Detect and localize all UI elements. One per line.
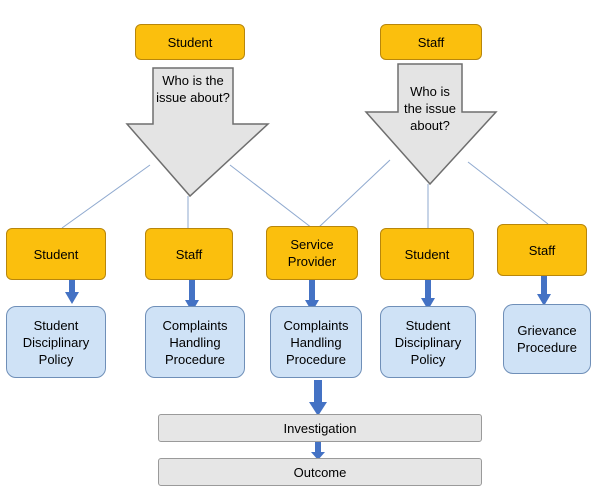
category-label: Student	[33, 246, 79, 262]
category-label: Staff	[528, 242, 556, 258]
policy-complaints-handling-box: Complaints Handling Procedure	[145, 306, 245, 378]
question-right-text: Who is the issue about?	[403, 84, 457, 133]
top-student-box: Student	[135, 24, 245, 60]
flow-arrow-icon	[305, 270, 319, 312]
outcome-box: Outcome	[158, 458, 482, 486]
category-student-box: Student	[380, 228, 474, 280]
category-label: Staff	[175, 246, 203, 262]
policy-complaints-handling-box: Complaints Handling Procedure	[270, 306, 362, 378]
investigation-label: Investigation	[283, 420, 357, 436]
top-staff-label: Staff	[417, 34, 445, 50]
connector-line	[467, 161, 549, 225]
top-student-label: Student	[167, 34, 213, 50]
connector-line	[61, 164, 151, 229]
category-service-provider-box: Service Provider	[266, 226, 358, 280]
investigation-box: Investigation	[158, 414, 482, 442]
question-arrow-left	[125, 67, 270, 198]
flow-arrows	[65, 270, 551, 460]
top-staff-box: Staff	[380, 24, 482, 60]
flow-arrow-icon	[311, 442, 325, 460]
policy-grievance-box: Grievance Procedure	[503, 304, 591, 374]
flow-arrow-icon	[421, 278, 435, 310]
policy-label: Complaints Handling Procedure	[162, 317, 228, 367]
policy-label: Complaints Handling Procedure	[283, 317, 349, 367]
category-staff-box: Staff	[145, 228, 233, 280]
flow-arrow-icon	[537, 270, 551, 306]
policy-label: Student Disciplinary Policy	[394, 317, 462, 367]
policy-student-disciplinary-box: Student Disciplinary Policy	[380, 306, 476, 378]
policy-label: Grievance Procedure	[517, 323, 577, 355]
flow-arrow-icon	[65, 278, 79, 304]
category-staff-box: Staff	[497, 224, 587, 276]
flow-arrow-icon	[309, 380, 327, 416]
connector-line	[229, 164, 313, 229]
category-student-box: Student	[6, 228, 106, 280]
category-label: Service Provider	[287, 237, 337, 269]
connector-line	[317, 159, 391, 229]
policy-label: Student Disciplinary Policy	[22, 317, 90, 367]
category-label: Student	[404, 246, 450, 262]
flow-arrow-icon	[185, 278, 199, 312]
policy-student-disciplinary-box: Student Disciplinary Policy	[6, 306, 106, 378]
question-left-text: Who is the issue about?	[156, 73, 230, 105]
question-arrow-right	[364, 63, 498, 186]
outcome-label: Outcome	[293, 464, 347, 480]
